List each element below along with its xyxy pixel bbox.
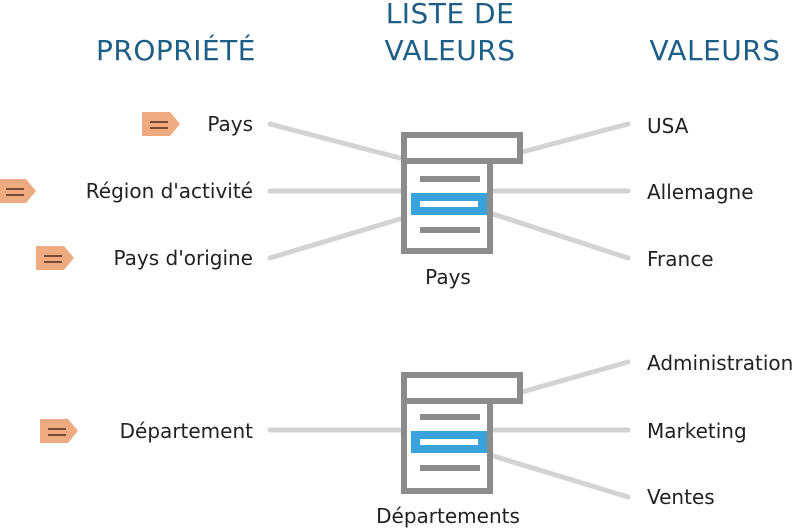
connector-line	[519, 121, 631, 155]
property-label: Pays	[207, 112, 253, 136]
value-label: Marketing	[647, 419, 747, 443]
connector-line	[267, 121, 403, 161]
header-list-of-values-line1: LISTE DE	[385, 0, 515, 30]
property-label: Pays d'origine	[113, 246, 253, 270]
property-tag-icon	[36, 246, 74, 270]
property-tag-icon	[0, 179, 36, 203]
property-tags	[0, 112, 180, 443]
header-property: PROPRIÉTÉ	[96, 34, 256, 67]
connectors	[267, 121, 631, 500]
connector-line	[519, 359, 631, 395]
property-tag-icon	[40, 419, 78, 443]
header-values: VALEURS	[649, 34, 781, 67]
value-list-name: Pays	[425, 265, 471, 289]
property-tag-icon	[142, 112, 180, 136]
connector-line	[267, 216, 403, 261]
property-label: Département	[119, 419, 253, 443]
connector-line	[487, 452, 631, 500]
value-label: Allemagne	[647, 180, 754, 204]
header-list-of-values-line2: VALEURS	[384, 34, 516, 67]
property-label: Région d'activité	[85, 179, 253, 203]
value-list-name: Départements	[376, 504, 520, 528]
document-list-icon	[401, 372, 523, 494]
connector-line	[487, 210, 631, 261]
value-label: USA	[647, 114, 689, 138]
document-list-icon	[401, 132, 523, 254]
value-label: France	[647, 247, 714, 271]
value-label: Ventes	[647, 485, 715, 509]
value-label: Administration	[647, 351, 794, 375]
